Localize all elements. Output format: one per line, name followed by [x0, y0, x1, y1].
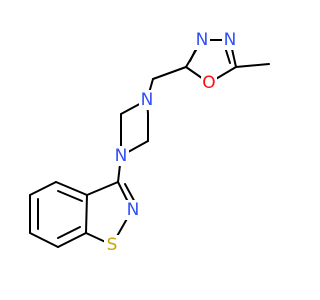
atom-n-piperazine-top: N	[139, 90, 155, 110]
bond-c7a-c3a	[85, 194, 88, 234]
bond-benzene-5-double	[57, 226, 81, 239]
bond-benzene-1-double	[57, 190, 83, 202]
molecule-structure: N N O N N N S	[29, 30, 270, 255]
atom-n-oxadiazole-a: N	[194, 30, 210, 50]
atom-label-n: N	[115, 146, 128, 166]
atom-label-o: O	[202, 73, 215, 93]
bond-c2-ch2	[152, 66, 187, 80]
atom-label-s: S	[107, 235, 118, 255]
bond-c3a-c3	[86, 181, 119, 196]
atom-label-n: N	[127, 200, 140, 220]
bond-benzene-1	[55, 181, 88, 196]
atom-label-n: N	[224, 30, 237, 50]
atom-label-n: N	[141, 90, 154, 110]
bond-benzene-2	[29, 181, 57, 196]
bond-benzene-4	[29, 232, 59, 248]
atom-s-isothiazole: S	[104, 235, 120, 255]
atom-n-piperazine-bottom: N	[113, 146, 129, 166]
atom-o-oxadiazole: O	[201, 73, 217, 93]
atom-n-oxadiazole-b: N	[222, 30, 238, 50]
atom-labels: N N O N N N S	[104, 30, 238, 255]
atom-label-n: N	[196, 30, 209, 50]
bonds	[29, 39, 270, 248]
bond-c5-methyl	[235, 63, 270, 68]
atom-n-isothiazole: N	[125, 200, 141, 220]
bond-benzene-5	[57, 232, 87, 248]
